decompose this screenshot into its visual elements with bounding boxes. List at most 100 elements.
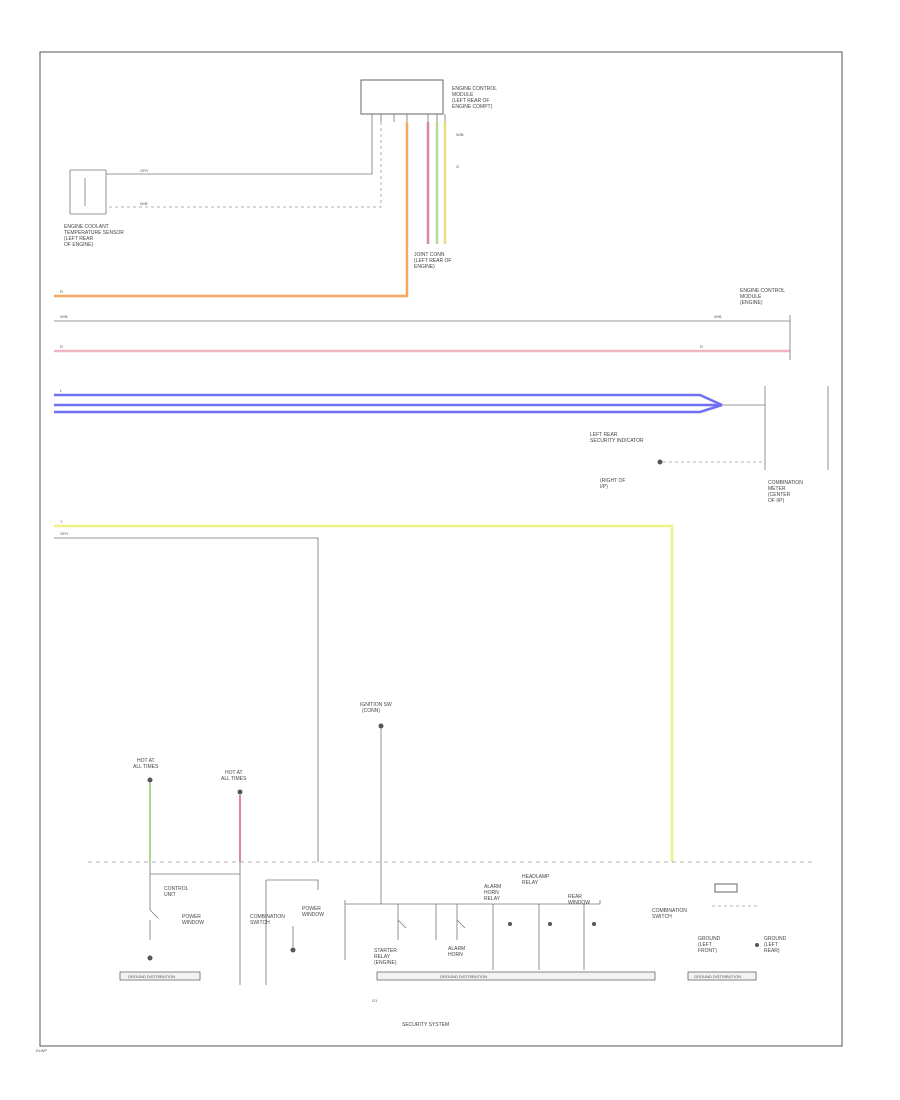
right-gnd-line-2: (LEFT <box>698 942 712 948</box>
sensor-ground-wire <box>106 122 382 208</box>
sensor-ground-wire-label: W/B <box>140 201 148 206</box>
right-unit-line-1: ENGINE CONTROL <box>740 288 785 294</box>
white-bus-label: W/B <box>60 314 68 319</box>
right-gnd-line-1: GROUND <box>698 936 721 942</box>
starter-line-3: (ENGINE) <box>374 960 397 966</box>
defogger-relay-label: REAR WINDOW <box>568 894 590 906</box>
white-bus-label-right: W/B <box>714 314 722 319</box>
alarm-line-2: HORN <box>484 890 499 896</box>
pink-bus-label-right: R <box>700 344 703 349</box>
pw-line-1: COMBINATION <box>250 914 285 920</box>
center-node-1 <box>508 922 512 926</box>
mid-fuse-terminal <box>237 789 243 795</box>
starter-line-1: STARTER <box>374 948 397 954</box>
pw-b-line-1: POWER <box>302 906 321 912</box>
center-ground-bar <box>376 971 656 981</box>
ign-line-2: (CONN) <box>362 708 380 714</box>
blue-bus-wire-1 <box>54 393 723 407</box>
gray-long-wire <box>54 537 319 862</box>
sec-relay-line-2: HORN <box>448 952 463 958</box>
mid-fuse-line-2: ALL TIMES <box>221 776 247 782</box>
yellow-long-wire <box>54 524 674 862</box>
alarm-line-3: RELAY <box>484 896 501 902</box>
ecm-line-4: ENGINE COMPT) <box>452 104 493 110</box>
engine-control-module-box <box>360 79 444 115</box>
meter-line-4: OF I/P) <box>768 498 784 504</box>
lamp-line-1: LEFT REAR <box>590 432 618 438</box>
starter-relay-label: STARTER RELAY (ENGINE) <box>374 948 397 966</box>
right-switch-label: COMBINATION SWITCH <box>652 908 687 920</box>
combination-meter-label: COMBINATION METER (CENTER OF I/P) <box>768 480 803 504</box>
left-fuse-label: HOT AT ALL TIMES <box>133 758 159 770</box>
pin-label-a: W/B <box>456 132 464 137</box>
sensor-line-3: (LEFT REAR <box>64 236 93 242</box>
corner-code: ELWP <box>36 1048 47 1053</box>
ecm-line-2: MODULE <box>452 92 474 98</box>
ignition-switch-label: IGNITION SW (CONN) <box>360 702 392 714</box>
central-module-bracket <box>344 900 601 960</box>
yellow-wire-label: Y <box>60 519 63 524</box>
sensor-line-1: ENGINE COOLANT <box>64 224 109 230</box>
right-engine-control-label: ENGINE CONTROL MODULE (ENGINE) <box>740 288 785 306</box>
joint-line-1: JOINT CONN <box>414 252 445 258</box>
left-relay-label: CONTROL UNIT <box>164 886 189 898</box>
pw-line-2: SWITCH <box>250 920 270 926</box>
pink-bus-label: R <box>60 344 63 349</box>
headlamp-line-2: RELAY <box>522 880 539 886</box>
meter-line-3: (CENTER <box>768 492 791 498</box>
defog-line-1: REAR <box>568 894 582 900</box>
left-fuse-line-1: HOT AT <box>137 758 155 764</box>
power-window-label-b: POWER WINDOW <box>302 906 324 918</box>
security-indicator-label: LEFT REAR SECURITY INDICATOR (RIGHT OF I… <box>590 432 644 490</box>
right-gnd-b-line-2: (LEFT <box>764 942 778 948</box>
left-ground-bar-label: GROUND DISTRIBUTION <box>128 974 175 979</box>
pw-terminal <box>290 947 296 953</box>
left-ground-bar <box>119 971 201 981</box>
pw-b-line-2: WINDOW <box>302 912 324 918</box>
center-ground-bar-label: GROUND DISTRIBUTION <box>440 974 487 979</box>
right-ground-bar-label: GROUND DISTRIBUTION <box>694 974 741 979</box>
lamp-line-2: SECURITY INDICATOR <box>590 438 644 444</box>
right-gnd-b-line-1: GROUND <box>764 936 787 942</box>
defog-line-2: WINDOW <box>568 900 590 906</box>
sensor-wire-label: GRY <box>140 168 149 173</box>
left-relay-b-line-1: POWER <box>182 914 201 920</box>
ecm-line-1: ENGINE CONTROL <box>452 86 497 92</box>
right-gnd-b-line-3: REAR) <box>764 948 780 954</box>
center-node-3 <box>592 922 596 926</box>
engine-control-module-label: ENGINE CONTROL MODULE (LEFT REAR OF ENGI… <box>452 86 497 110</box>
ign-line-1: IGNITION SW <box>360 702 392 708</box>
security-relay-label: ALARM HORN <box>448 946 465 958</box>
ecm-line-3: (LEFT REAR OF <box>452 98 489 104</box>
right-ground-point <box>755 943 759 947</box>
right-ground-bar <box>687 971 757 981</box>
ecm-connector-pins <box>371 114 446 122</box>
left-ground-point <box>147 955 153 961</box>
ignition-switch-terminal <box>378 723 384 729</box>
left-relay-line-2: UNIT <box>164 892 176 898</box>
left-relay-b-line-2: WINDOW <box>182 920 204 926</box>
combination-meter-bracket <box>764 386 829 470</box>
coolant-sensor-label: ENGINE COOLANT TEMPERATURE SENSOR (LEFT … <box>64 224 124 248</box>
sec-relay-line-1: ALARM <box>448 946 465 952</box>
bottom-caption: SECURITY SYSTEM <box>402 1022 449 1028</box>
left-relay-line-1: CONTROL <box>164 886 189 892</box>
meter-line-1: COMBINATION <box>768 480 803 486</box>
right-ground-label-b: GROUND (LEFT REAR) <box>764 936 787 954</box>
sensor-line-2: TEMPERATURE SENSOR <box>64 230 124 236</box>
orange-wire <box>54 122 409 298</box>
gray-wire-label: GRY <box>60 531 69 536</box>
left-fuse-terminal <box>147 777 153 783</box>
center-node-2 <box>548 922 552 926</box>
right-unit-line-3: (ENGINE) <box>740 300 763 306</box>
joint-connector-label: JOINT CONN (LEFT REAR OF ENGINE) <box>414 252 451 270</box>
right-unit-line-2: MODULE <box>740 294 762 300</box>
lamp-line-4: I/P) <box>600 484 608 490</box>
coolant-sensor-symbol <box>69 169 107 215</box>
right-switch-line-1: COMBINATION <box>652 908 687 914</box>
alarm-horn-label: ALARM HORN RELAY <box>484 884 501 902</box>
left-fuse-line-2: ALL TIMES <box>133 764 159 770</box>
mid-fuse-label: HOT AT ALL TIMES <box>221 770 247 782</box>
starter-line-2: RELAY <box>374 954 391 960</box>
blue-bus-wire-3 <box>54 403 723 414</box>
